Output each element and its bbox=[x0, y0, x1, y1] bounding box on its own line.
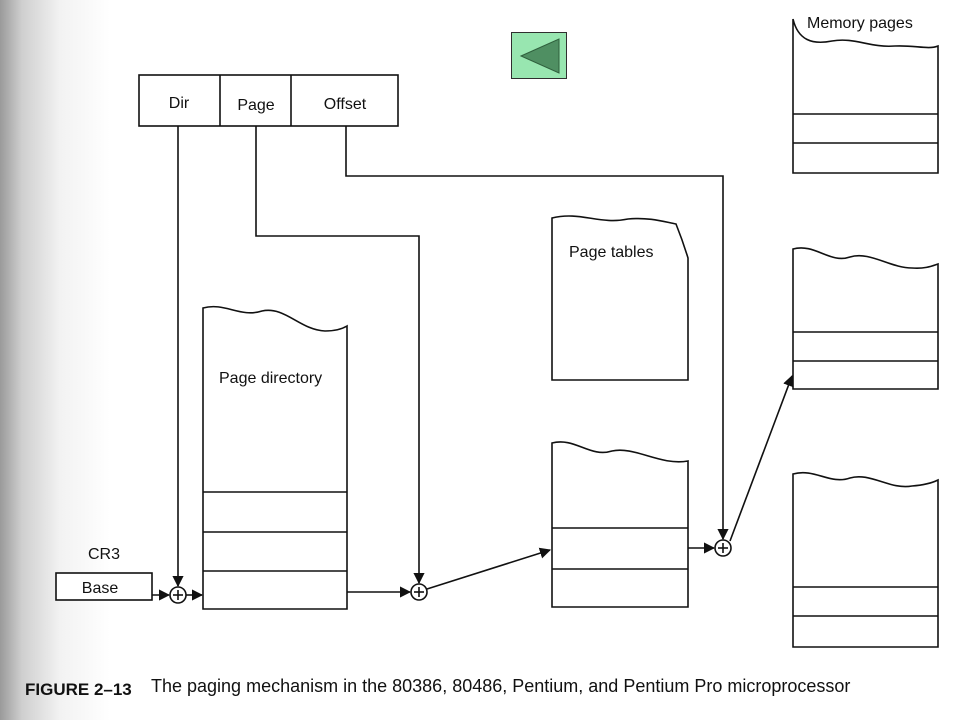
adder-to-page-table-arrow bbox=[426, 547, 552, 590]
figure-caption: The paging mechanism in the 80386, 80486… bbox=[151, 676, 850, 696]
figure-number: FIGURE 2–13 bbox=[25, 680, 132, 699]
back-button[interactable] bbox=[511, 32, 567, 79]
page-directory-box bbox=[202, 305, 348, 610]
triangle-left-icon bbox=[519, 38, 560, 74]
cr3-base-register bbox=[55, 572, 153, 601]
adder-to-memory-page-arrow bbox=[729, 374, 794, 542]
memory-page-1 bbox=[792, 18, 939, 174]
field-label-offset: Offset bbox=[324, 96, 367, 113]
page-table-box bbox=[551, 441, 689, 608]
page-directory-label: Page directory bbox=[219, 370, 322, 387]
base-label: Base bbox=[82, 580, 119, 597]
linear-address-register bbox=[138, 74, 399, 127]
page-tables-label: Page tables bbox=[569, 244, 654, 261]
page-to-adder-arrow bbox=[255, 126, 425, 585]
adder-3 bbox=[714, 539, 732, 557]
cr3-label: CR3 bbox=[88, 546, 120, 563]
memory-page-3 bbox=[792, 471, 939, 648]
page-tables-box bbox=[551, 215, 689, 381]
memory-pages-label: Memory pages bbox=[807, 15, 913, 32]
field-label-page: Page bbox=[237, 97, 274, 114]
field-label-dir: Dir bbox=[169, 95, 190, 112]
memory-page-2 bbox=[792, 247, 939, 390]
adder-1 bbox=[169, 586, 187, 604]
offset-to-adder-arrow bbox=[345, 126, 729, 541]
adder-2 bbox=[410, 583, 428, 601]
